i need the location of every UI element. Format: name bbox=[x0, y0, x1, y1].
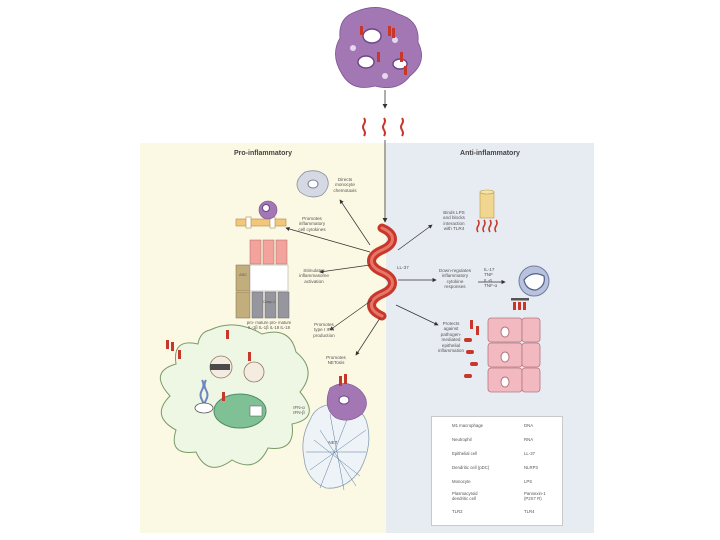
legend-item-monocyte: Monocyte bbox=[452, 479, 471, 484]
released-ll37-icon bbox=[362, 117, 404, 137]
legend-item-dna: DNA bbox=[524, 423, 534, 428]
legend-item-neutrophil: Neutrophil bbox=[452, 437, 472, 442]
epithelial-cells-icon bbox=[464, 317, 541, 393]
cytokine-list: IL-17 TNF IL-6 TNF-α bbox=[484, 267, 498, 289]
legend-item-m1-macrophage: M1 macrophage bbox=[452, 423, 484, 428]
net-label: NET bbox=[328, 440, 338, 445]
promotes-ifn-label: Promotes type I IFN production bbox=[313, 322, 335, 338]
promotes-netosis-label: Promotes NETosis bbox=[326, 355, 346, 366]
dc-ll37-icon bbox=[166, 330, 251, 401]
ll37-helix-icon bbox=[367, 223, 397, 321]
legend-item-pdc: Plasmacytoid dendritic cell bbox=[452, 491, 478, 501]
down-regulates-label: Down-regulates inflammatory cytokine res… bbox=[438, 268, 472, 290]
inflammasome-diagram-icon bbox=[235, 239, 290, 319]
legend-item-lps: LPS bbox=[524, 479, 533, 484]
legend-box: M1 macrophage Neutrophil Epithelial cell… bbox=[431, 416, 563, 526]
nfkb-cytokine-list: pro- mature pro- mature IL-1β IL-1β IL-1… bbox=[246, 320, 292, 331]
netosis-neutrophil-icon bbox=[302, 374, 370, 491]
legend-item-rna: RNA bbox=[524, 437, 534, 442]
caspase-label: Casp-1 bbox=[262, 300, 276, 304]
ll37-label: LL-37 bbox=[397, 265, 409, 270]
asc-label: ASC bbox=[239, 273, 247, 277]
legend-item-epithelial-cell: Epithelial cell bbox=[452, 451, 478, 456]
anti-inflammatory-title: Anti-inflammatory bbox=[460, 150, 520, 157]
anti-monocyte-icon bbox=[511, 265, 550, 310]
promotes-cytokines-label: Promotes inflammatory cell cytokines bbox=[298, 216, 326, 232]
legend-item-tlr2: TLR2 bbox=[452, 509, 463, 514]
legend-item-dendritic-cell: Dendritic cell (pDC) bbox=[452, 465, 490, 470]
legend-item-pannexin: Pannexin-1 (P2X7 R) bbox=[524, 491, 546, 501]
top-neutrophil-icon bbox=[335, 7, 422, 89]
directs-monocytes-label: Directs monocyte chemotaxis bbox=[333, 177, 357, 193]
binds-lps-label: Binds LPS and blocks interaction with TL… bbox=[443, 210, 465, 232]
cytokine-cell-icon bbox=[235, 200, 287, 229]
protects-epithelium-label: Protects against pathogen- mediated epit… bbox=[437, 321, 465, 354]
lps-binding-icon bbox=[476, 189, 498, 233]
legend-item-tlr4: TLR4 bbox=[524, 509, 535, 514]
ifn-output-label: IFN-α IFN-β bbox=[293, 405, 305, 416]
stimulates-inflammasome-label: Stimulates inflammasome activation bbox=[299, 268, 329, 284]
legend-item-nlrp3: NLRP3 bbox=[524, 465, 538, 470]
dendritic-cell-icon bbox=[160, 324, 310, 468]
chemotaxis-monocyte-icon bbox=[296, 170, 329, 198]
pro-inflammatory-title: Pro-inflammatory bbox=[234, 150, 292, 157]
legend-item-ll37: LL-37 bbox=[524, 451, 535, 456]
